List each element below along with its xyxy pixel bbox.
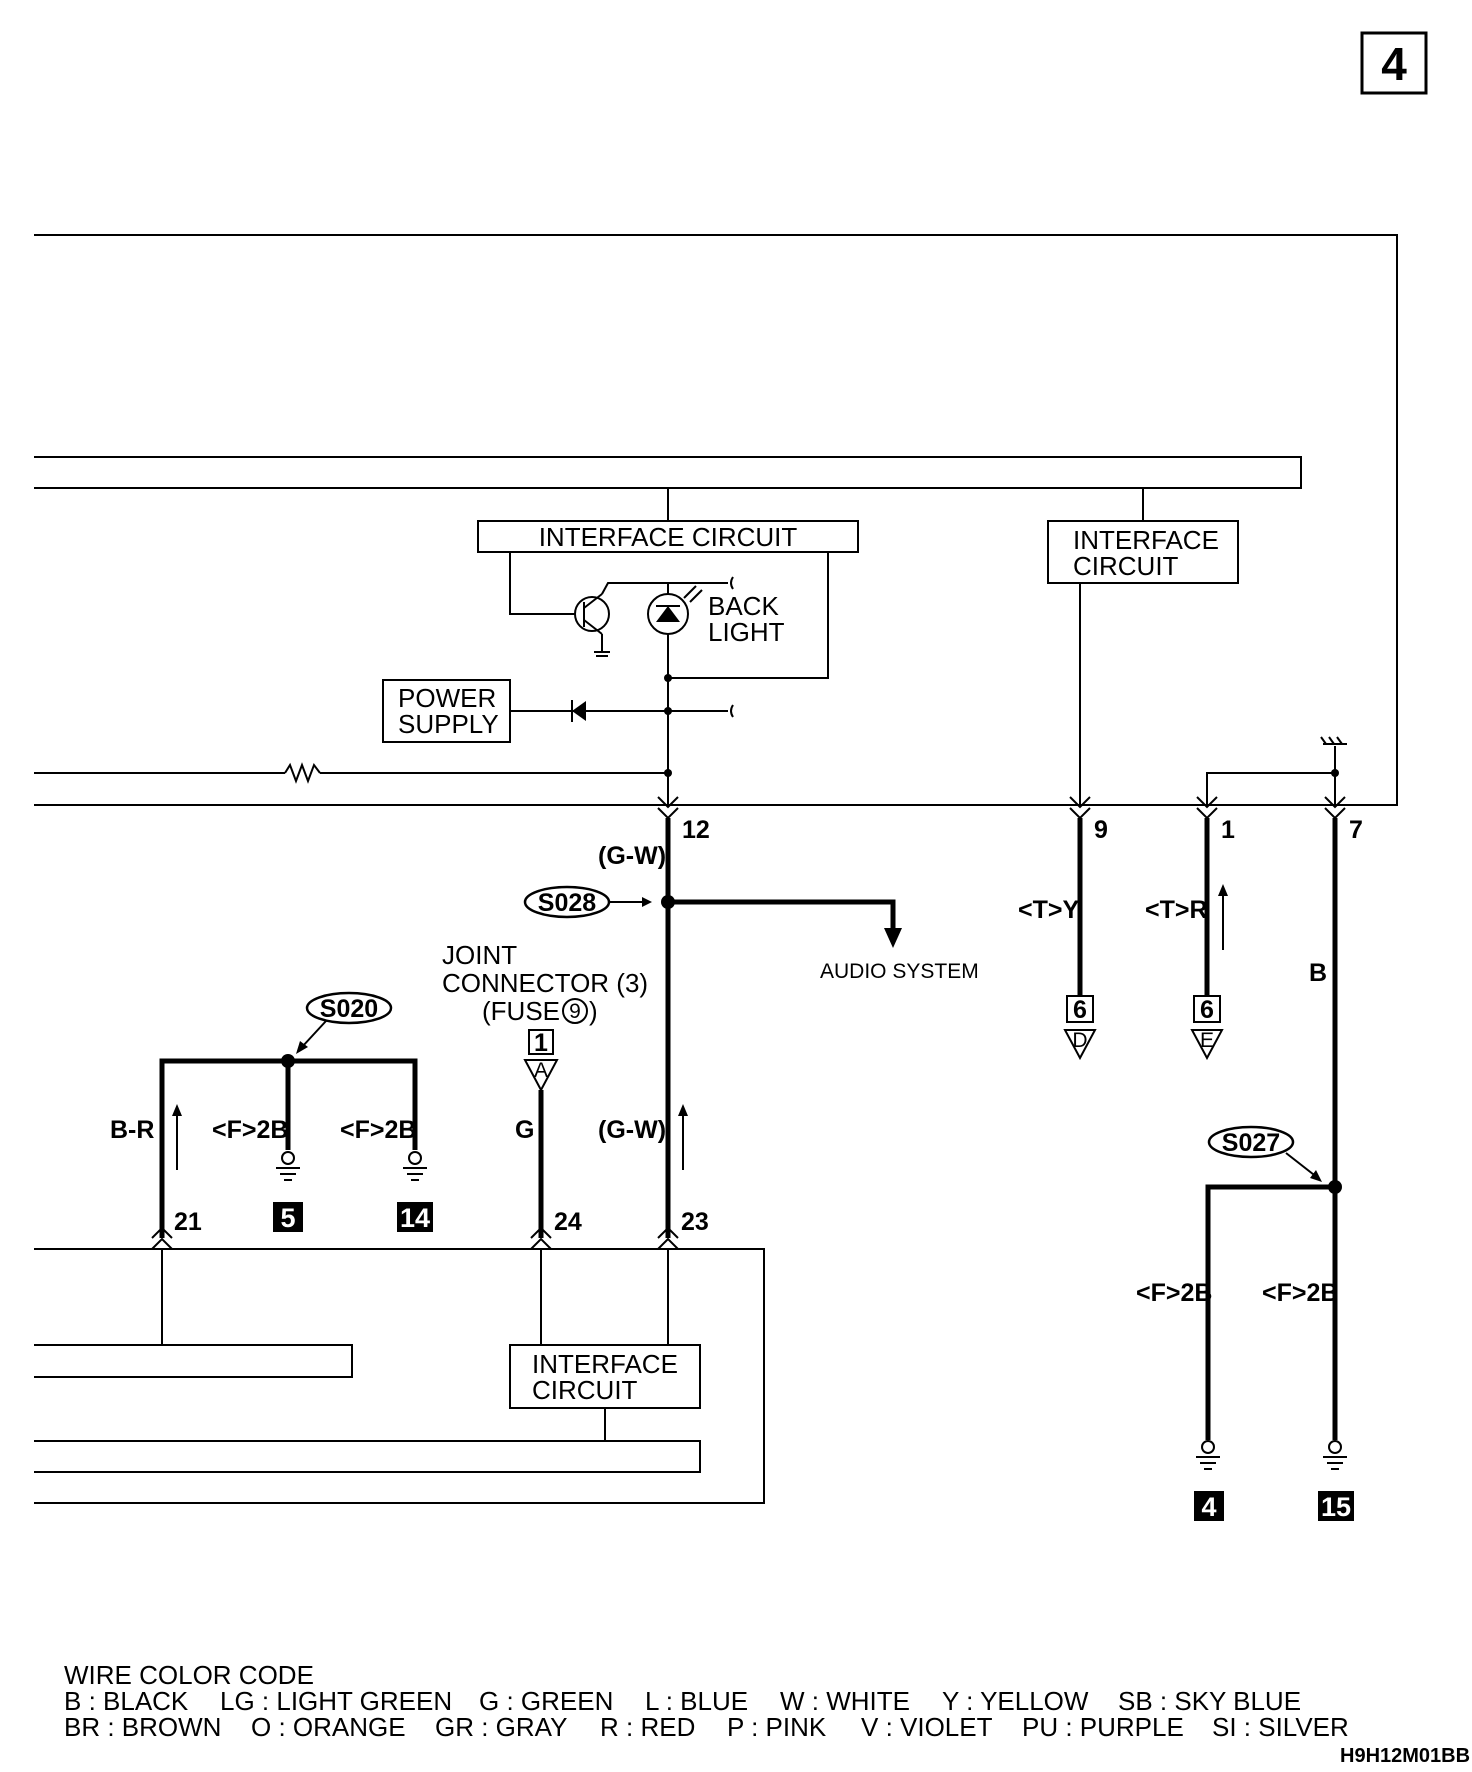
b-wire: B S027 <F>2B <F>2B <box>1136 818 1342 1440</box>
backlight-circuit: BACK LIGHT <box>509 552 829 805</box>
br-wire: B-R <F>2B <F>2B S020 <box>110 991 418 1238</box>
wire-label-f2b-3: <F>2B <box>1136 1279 1212 1307</box>
wire-label-ty: <T>Y <box>1018 896 1079 924</box>
lower-interface-line1: INTERFACE <box>532 1349 678 1379</box>
joint-connector-fuse-suffix: ) <box>589 996 598 1026</box>
interface-circuit-box: INTERFACE CIRCUIT <box>477 520 859 553</box>
joint-connector: JOINT CONNECTOR (3) (FUSE 9 ) 1 A <box>442 940 648 1093</box>
upper-right-wires <box>1079 583 1347 805</box>
tr-wire: <T>R 6 E <box>1145 818 1228 1061</box>
joint-connector-fuse-prefix: (FUSE <box>482 996 560 1026</box>
ground-5: 5 <box>273 1151 303 1233</box>
fuse-number: 9 <box>569 1000 581 1023</box>
page-number: 4 <box>1381 38 1407 90</box>
color-code-v: V : VIOLET <box>861 1712 993 1742</box>
joint-connector-line2: CONNECTOR (3) <box>442 968 648 998</box>
color-code-g: G : GREEN <box>479 1686 613 1716</box>
pin-1: 1 <box>1221 816 1235 844</box>
joint-connector-number: 1 <box>534 1029 548 1057</box>
color-code-pu: PU : PURPLE <box>1022 1712 1184 1742</box>
pin-21: 21 <box>174 1208 202 1236</box>
color-code-o: O : ORANGE <box>251 1712 406 1742</box>
color-code-p: P : PINK <box>727 1712 827 1742</box>
wire-label-gw-lower: (G-W) <box>598 1116 666 1144</box>
power-supply: POWER SUPPLY <box>382 679 734 743</box>
joint-connector-letter: A <box>534 1059 548 1082</box>
wire-label-b: B <box>1309 959 1327 987</box>
wire-label-f2b-2: <F>2B <box>340 1116 416 1144</box>
wire-color-code-legend: WIRE COLOR CODE B : BLACK LG : LIGHT GRE… <box>64 1660 1349 1742</box>
splice-s027: S027 <box>1222 1129 1280 1157</box>
g-wire: G (G-W) <box>515 1090 688 1238</box>
wire-label-tr: <T>R <box>1145 896 1208 924</box>
drawing-code: H9H12M01BB <box>1340 1745 1470 1767</box>
connector-e-number: 6 <box>1200 996 1214 1024</box>
color-code-si: SI : SILVER <box>1212 1712 1349 1742</box>
ty-wire: <T>Y 6 D <box>1018 818 1097 1061</box>
color-code-l: L : BLUE <box>645 1686 748 1716</box>
back-light-line2: LIGHT <box>708 617 785 647</box>
power-supply-line2: SUPPLY <box>398 709 499 739</box>
connector-d-number: 6 <box>1073 996 1087 1024</box>
wire-color-code-title: WIRE COLOR CODE <box>64 1660 314 1690</box>
ground-number-14: 14 <box>400 1203 430 1233</box>
pin-24: 24 <box>554 1208 582 1236</box>
back-light-line1: BACK <box>708 591 779 621</box>
ground-4: 4 <box>1194 1440 1224 1522</box>
pin-7: 7 <box>1349 816 1363 844</box>
pin-12: 12 <box>682 816 710 844</box>
wire-label-g: G <box>515 1116 534 1144</box>
splice-s028: S028 <box>538 889 596 917</box>
pin-23: 23 <box>681 1208 709 1236</box>
power-supply-line1: POWER <box>398 683 496 713</box>
wire-label-f2b-4: <F>2B <box>1262 1279 1338 1307</box>
lower-module: INTERFACE CIRCUIT <box>34 1248 765 1504</box>
wire-label-f2b-1: <F>2B <box>212 1116 288 1144</box>
wire-label-gw-upper: (G-W) <box>598 842 666 870</box>
interface-circuit-2-line1: INTERFACE <box>1073 525 1219 555</box>
ground-number-4: 4 <box>1201 1492 1216 1522</box>
connector-d-letter: D <box>1072 1029 1087 1052</box>
color-code-w: W : WHITE <box>780 1686 910 1716</box>
page-number-badge: 4 <box>1360 31 1428 95</box>
color-code-gr: GR : GRAY <box>435 1712 567 1742</box>
lower-connector-marks <box>151 1226 679 1250</box>
lower-interface-line2: CIRCUIT <box>532 1375 638 1405</box>
gw-wire: (G-W) AUDIO SYSTEM S028 <box>523 818 979 1238</box>
resistor-line <box>34 762 672 784</box>
color-code-lg: LG : LIGHT GREEN <box>220 1686 452 1716</box>
color-code-br: BR : BROWN <box>64 1712 221 1742</box>
upper-connector-marks <box>657 796 1346 820</box>
joint-connector-line1: JOINT <box>442 940 517 970</box>
ground-15: 15 <box>1318 1440 1354 1522</box>
color-code-y: Y : YELLOW <box>942 1686 1089 1716</box>
ground-number-5: 5 <box>280 1203 295 1233</box>
ground-14: 14 <box>397 1151 433 1233</box>
color-code-r: R : RED <box>600 1712 695 1742</box>
color-code-sb: SB : SKY BLUE <box>1118 1686 1301 1716</box>
color-code-b: B : BLACK <box>64 1686 189 1716</box>
splice-s020: S020 <box>320 995 378 1023</box>
connector-e-letter: E <box>1200 1029 1214 1052</box>
wire-label-br: B-R <box>110 1116 154 1144</box>
upper-module <box>34 234 1398 806</box>
interface-circuit-2-line2: CIRCUIT <box>1073 551 1179 581</box>
pin-9: 9 <box>1094 816 1108 844</box>
interface-circuit-label: INTERFACE CIRCUIT <box>539 522 798 552</box>
ground-number-15: 15 <box>1321 1492 1351 1522</box>
audio-system-label: AUDIO SYSTEM <box>820 960 979 983</box>
interface-circuit-box-2: INTERFACE CIRCUIT <box>1047 520 1239 584</box>
